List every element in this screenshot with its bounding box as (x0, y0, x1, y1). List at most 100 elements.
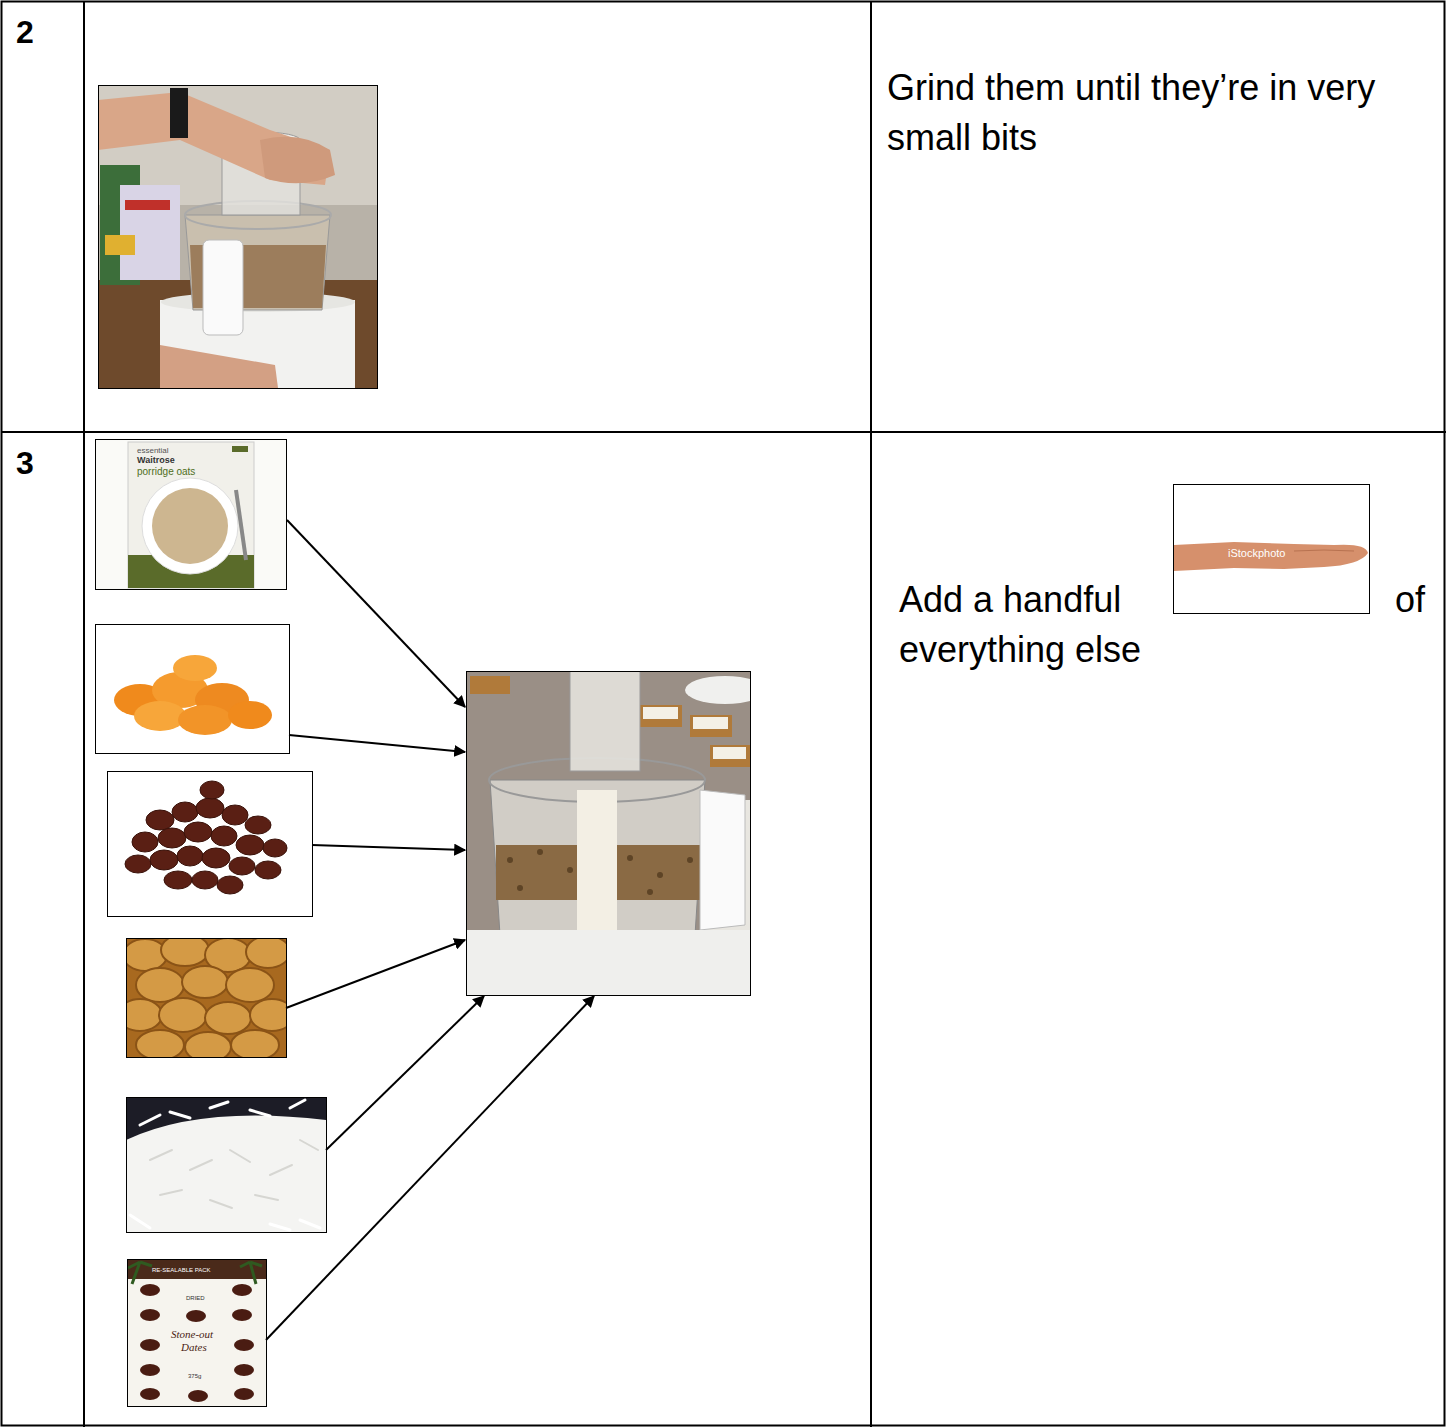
dried-apricots (95, 624, 289, 753)
package-text: Waitrose (137, 455, 175, 465)
walnuts (231, 1030, 279, 1057)
dates-pack (188, 1390, 208, 1402)
raisins (107, 771, 313, 917)
walnuts (126, 939, 167, 971)
raisins (132, 832, 158, 852)
walnuts (159, 998, 207, 1032)
food-processor-photo (687, 857, 693, 863)
desiccated-coconut (150, 1140, 318, 1208)
dates-pack (186, 1310, 206, 1322)
desiccated-coconut (250, 1110, 270, 1116)
dates-pack (128, 1262, 152, 1284)
desiccated-coconut (126, 1097, 327, 1233)
raisins (107, 771, 312, 916)
table-grid (870, 1, 872, 1427)
desiccated-coconut (126, 1097, 326, 1232)
raisins (177, 846, 203, 866)
food-processor-photo (466, 671, 750, 995)
raisins (184, 822, 212, 842)
raisins (172, 802, 198, 822)
food-processor-photo (713, 747, 746, 759)
hand-picture-box: iStockphoto (1173, 484, 1370, 614)
ingredient-arrows (286, 940, 465, 1008)
food-processor-photo (570, 671, 640, 771)
dates-pack (240, 1262, 262, 1284)
ingredient-arrows (266, 996, 594, 1340)
desiccated-coconut (230, 1150, 250, 1162)
dates-pack (234, 1364, 254, 1376)
dried-apricots (134, 701, 186, 731)
desiccated-coconut (210, 1102, 228, 1108)
step-number-cell: 2 (2, 2, 84, 432)
walnuts (126, 938, 286, 1057)
food-processor-photo (700, 790, 745, 930)
step-number: 3 (16, 444, 34, 482)
walnuts (118, 934, 294, 1062)
desiccated-coconut (255, 1195, 278, 1200)
dates-pack (128, 1260, 267, 1407)
photo-frame (99, 86, 378, 389)
raisins (200, 781, 224, 799)
raisins (108, 772, 313, 917)
walnuts (185, 1032, 231, 1057)
dried-apricots (228, 701, 272, 729)
desiccated-coconut (150, 1150, 172, 1160)
walnuts (136, 1030, 184, 1057)
ingredient-arrows (287, 520, 465, 707)
walnuts (126, 938, 286, 1057)
watermark: iStockphoto (1228, 547, 1285, 560)
grinding-photo (105, 235, 135, 255)
grinding-photo (125, 200, 170, 210)
ingredient-arrows (289, 735, 465, 752)
walnuts (136, 968, 184, 1002)
instruction-cell: Grind them until they’re in very small b… (871, 2, 1445, 432)
walnuts (126, 999, 162, 1031)
raisins (125, 781, 287, 894)
raisins (158, 828, 186, 848)
dates-pack (140, 1339, 160, 1351)
raisins (255, 861, 281, 879)
raisins (150, 850, 178, 870)
food-processor-photo (685, 676, 750, 704)
porridge-oats-pack (95, 439, 286, 589)
photo-frame (467, 672, 751, 996)
raisins (236, 835, 264, 855)
package-text: 375g (188, 1373, 201, 1380)
hand-picture (1294, 550, 1354, 551)
walnuts (226, 968, 274, 1002)
package-text: porridge oats (137, 466, 195, 478)
desiccated-coconut (300, 1140, 318, 1150)
food-processor-photo (640, 705, 682, 727)
desiccated-coconut (170, 1112, 190, 1118)
instruction-cell: Add a handfulof everything elseiStockpho… (871, 432, 1445, 1426)
instruction-text: Add a handful (899, 575, 1121, 625)
food-processor-photo (627, 855, 633, 861)
dates-pack (234, 1339, 254, 1351)
food-processor-photo (507, 857, 513, 863)
raisins (229, 857, 255, 875)
grinding-photo (260, 137, 335, 184)
porridge-oats-pack (95, 439, 287, 590)
grinding-photo (160, 345, 278, 388)
walnuts (205, 1002, 251, 1034)
food-processor-photo (647, 889, 653, 895)
desiccated-coconut (140, 1115, 160, 1125)
grinding-photo (98, 85, 377, 388)
package-text: Dates (181, 1341, 207, 1354)
package-text: RE-SEALABLE PACK (152, 1267, 211, 1274)
food-processor-photo (517, 885, 523, 891)
table-grid (83, 1, 85, 1427)
desiccated-coconut (130, 1215, 150, 1228)
desiccated-coconut (270, 1224, 290, 1230)
porridge-oats-pack (152, 488, 228, 564)
hand-picture (1174, 485, 1369, 613)
desiccated-coconut (127, 1098, 327, 1233)
desiccated-coconut (160, 1190, 182, 1195)
hand-picture (1174, 542, 1368, 571)
dates-pack (127, 1259, 267, 1407)
desiccated-coconut (210, 1200, 232, 1208)
porridge-oats-pack (96, 440, 287, 590)
raisins (196, 798, 224, 818)
